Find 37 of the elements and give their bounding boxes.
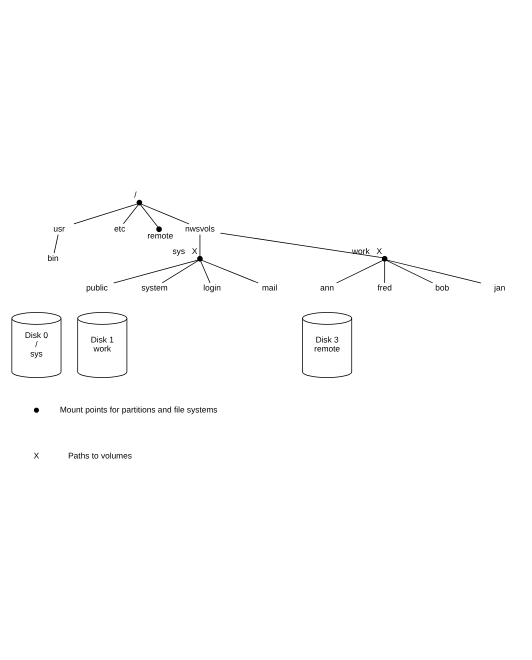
node-circle [136,199,142,205]
node-text: bin [48,252,59,262]
node-text: mail [262,282,278,292]
node-circle [197,255,203,262]
connector [113,259,198,283]
node-text: usr [53,222,65,233]
connector [141,203,190,224]
connector [386,259,482,283]
connector [200,260,210,283]
node-text: system [141,282,168,292]
label: X [34,450,40,460]
connector [202,259,259,283]
node-text: nwsvols [185,222,215,233]
node-label: / [134,189,137,200]
node-circle [382,255,388,262]
node-label: remote [147,230,174,240]
node-text: fred [378,282,392,292]
connector [54,234,59,253]
connector [220,232,383,258]
connector [74,203,138,224]
node-label: sys X [172,245,198,256]
legend-label: Paths to volumes [68,450,132,460]
node-label: work X [352,245,382,256]
node-text: public [86,282,108,292]
node-text: etc [114,222,126,233]
node-text: login [203,282,221,292]
legend-label: Mount points for partitions and file systems [60,404,218,414]
connector [140,204,158,227]
connector [336,260,384,283]
connector [123,204,138,224]
node-text: jan [494,282,506,292]
connector [162,260,199,283]
node-circle [156,226,162,232]
node-text: bob [435,282,450,292]
node-text: ann [320,282,334,292]
connector [386,260,434,283]
connector [384,260,386,283]
